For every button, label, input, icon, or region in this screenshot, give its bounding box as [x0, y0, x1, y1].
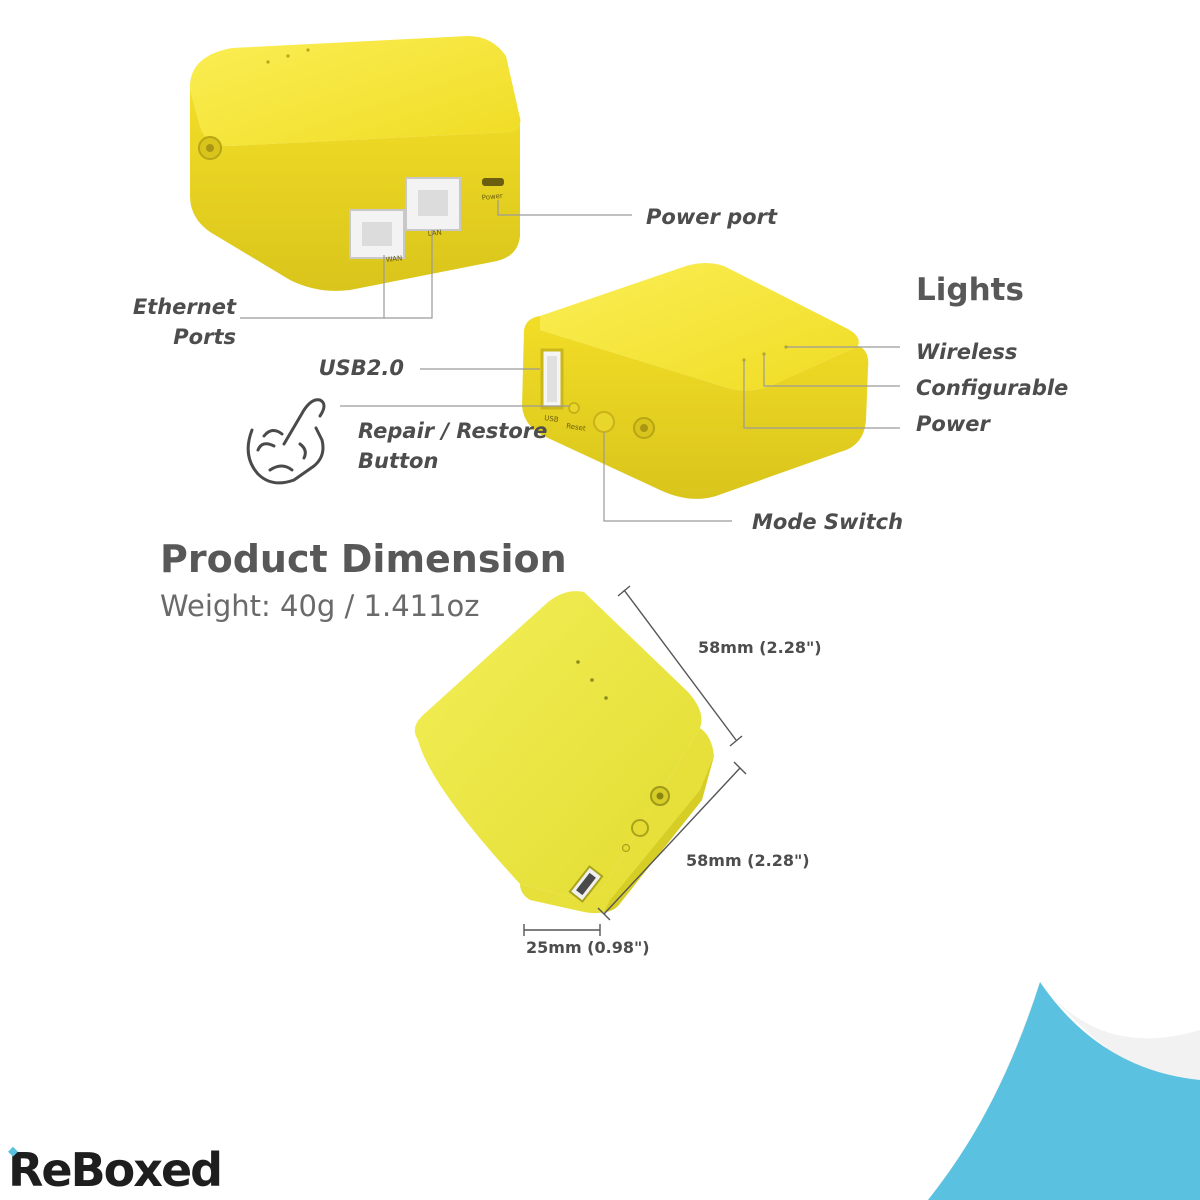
usb-port-icon	[568, 865, 604, 903]
reset-pinhole-icon	[621, 843, 631, 853]
repair-callout-line1: Repair / Restore	[358, 419, 547, 443]
wan-port-label: WAN	[385, 254, 402, 264]
mode-switch-callout: Mode Switch	[752, 510, 903, 534]
ethernet-callout-line2: Ports	[173, 325, 236, 349]
mode-switch-icon	[631, 819, 649, 837]
lights-item-configurable: Configurable	[916, 376, 1068, 400]
led-dot	[604, 696, 608, 700]
lan-port-label: LAN	[427, 229, 442, 238]
dimension-weight: Weight: 40g / 1.411oz	[160, 589, 480, 623]
mode-switch-icon	[593, 411, 615, 433]
ethernet-ports-icon	[349, 177, 461, 259]
page-curl-icon	[928, 982, 1200, 1200]
usb-callout: USB2.0	[319, 356, 404, 380]
reset-port-label: Reset	[566, 422, 587, 433]
dimension-title: Product Dimension	[160, 537, 567, 581]
reboxed-logo: ReBoxed	[8, 1143, 223, 1197]
ethernet-callout-line1: Ethernet	[133, 295, 237, 319]
led-dot	[306, 48, 310, 52]
led-dot	[590, 678, 594, 682]
device-side-view: USB Reset	[522, 263, 869, 499]
brand-name: ReBoxed	[8, 1143, 221, 1197]
led-dot	[576, 660, 580, 664]
power-port-leader	[497, 200, 632, 216]
lights-item-wireless: Wireless	[916, 340, 1017, 364]
power-light-leader	[743, 360, 900, 429]
hand-press-icon	[246, 398, 326, 485]
led-dot	[266, 60, 270, 64]
power-port-icon	[482, 178, 504, 186]
mode-switch-leader	[603, 432, 732, 522]
device-front-view: WAN LAN Power	[189, 36, 521, 291]
repair-callout-line2: Button	[358, 449, 438, 473]
dimension-height-label: 25mm (0.98")	[526, 938, 650, 957]
reset-pinhole-icon	[568, 402, 580, 414]
usb-port-label: USB	[544, 414, 560, 424]
led-dot	[286, 54, 290, 58]
dimension-width-label: 58mm (2.28")	[698, 638, 822, 657]
configurable-leader	[763, 354, 900, 387]
lights-item-power: Power	[916, 412, 991, 436]
power-port-callout: Power port	[646, 205, 778, 229]
ethernet-leader-lan	[384, 230, 433, 319]
device-dimension-view	[414, 591, 714, 914]
dimension-depth-label: 58mm (2.28")	[686, 851, 810, 870]
power-port-label: Power	[481, 192, 503, 202]
lights-title: Lights	[916, 272, 1024, 308]
dimension-lines	[523, 585, 747, 936]
